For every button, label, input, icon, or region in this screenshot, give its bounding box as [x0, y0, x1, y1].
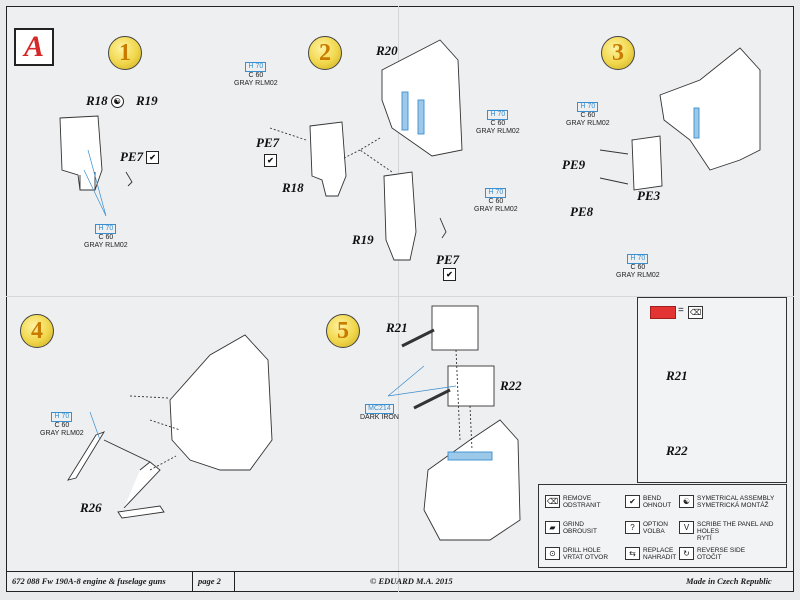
- label-r18: R18☯: [86, 93, 124, 109]
- paint-callout: H 70 C 60 GRAY RLM02: [40, 412, 84, 437]
- label-r21: R21: [666, 368, 688, 383]
- label-r19: R19: [352, 232, 374, 247]
- paint-callout: H 70 C 60 GRAY RLM02: [474, 188, 518, 213]
- bend-icon: ✔: [146, 151, 160, 164]
- inset-panel: = ⌫ R21 R22: [637, 297, 787, 483]
- label-r22: R22: [500, 378, 522, 393]
- label-r20: R20: [376, 43, 398, 58]
- fold-line: [398, 6, 399, 592]
- label-r18: R18: [282, 180, 304, 195]
- label-pe7: PE7✔: [120, 149, 160, 165]
- made-in: Made in Czech Republic: [686, 576, 772, 586]
- fold-line: [6, 296, 794, 297]
- paint-callout: MC214 DARK IRON: [360, 404, 399, 421]
- replace-icon: ⇆: [625, 547, 640, 560]
- label-pe9: PE9: [562, 157, 586, 172]
- step-1-marker: 1: [108, 36, 142, 70]
- page-number: page 2: [198, 576, 221, 586]
- paint-callout: H 70 C 60 GRAY RLM02: [234, 62, 278, 87]
- footer-divider: [192, 572, 193, 591]
- footer-bar: 672 088 Fw 190A-8 engine & fuselage guns…: [6, 571, 794, 592]
- label-pe7: PE7: [436, 252, 460, 267]
- paint-callout: H 70 C 60 GRAY RLM02: [566, 102, 610, 127]
- grind-icon: ▰: [545, 521, 560, 534]
- symmetrical-assembly-icon: ☯: [679, 495, 694, 508]
- step-5-marker: 5: [326, 314, 360, 348]
- label-r26: R26: [80, 500, 102, 515]
- kit-title: 672 088 Fw 190A-8 engine & fuselage guns: [12, 576, 166, 586]
- scribe-icon: V: [679, 521, 694, 534]
- equals-sign: =: [678, 305, 684, 316]
- bend-icon: ✔: [625, 495, 640, 508]
- label-r19: R19: [136, 93, 158, 108]
- section-marker: A: [14, 28, 54, 66]
- copyright: © EDUARD M.A. 2015: [370, 576, 453, 586]
- drill-hole-icon: ⊙: [545, 547, 560, 560]
- remove-icon: ⌫: [688, 306, 703, 319]
- label-pe3: PE3: [637, 188, 661, 203]
- footer-divider: [234, 572, 235, 591]
- reverse-side-icon: ↻: [679, 547, 694, 560]
- label-pe8: PE8: [570, 204, 594, 219]
- part-color-swatch: [650, 306, 676, 319]
- bend-icon: ✔: [261, 152, 277, 168]
- paint-callout: H 70 C 60 GRAY RLM02: [616, 254, 660, 279]
- option-icon: ?: [625, 521, 640, 534]
- step-3-marker: 3: [601, 36, 635, 70]
- paint-callout: H 70 C 60 GRAY RLM02: [476, 110, 520, 135]
- step-4-marker: 4: [20, 314, 54, 348]
- paint-callout: H 70 C 60 GRAY RLM02: [84, 224, 128, 249]
- label-r21: R21: [386, 320, 408, 335]
- label-r22: R22: [666, 443, 688, 458]
- step-2-marker: 2: [308, 36, 342, 70]
- bend-icon: ✔: [440, 266, 456, 282]
- symmetrical-assembly-icon: ☯: [110, 95, 124, 108]
- label-pe7: PE7: [256, 135, 280, 150]
- remove-icon: ⌫: [545, 495, 560, 508]
